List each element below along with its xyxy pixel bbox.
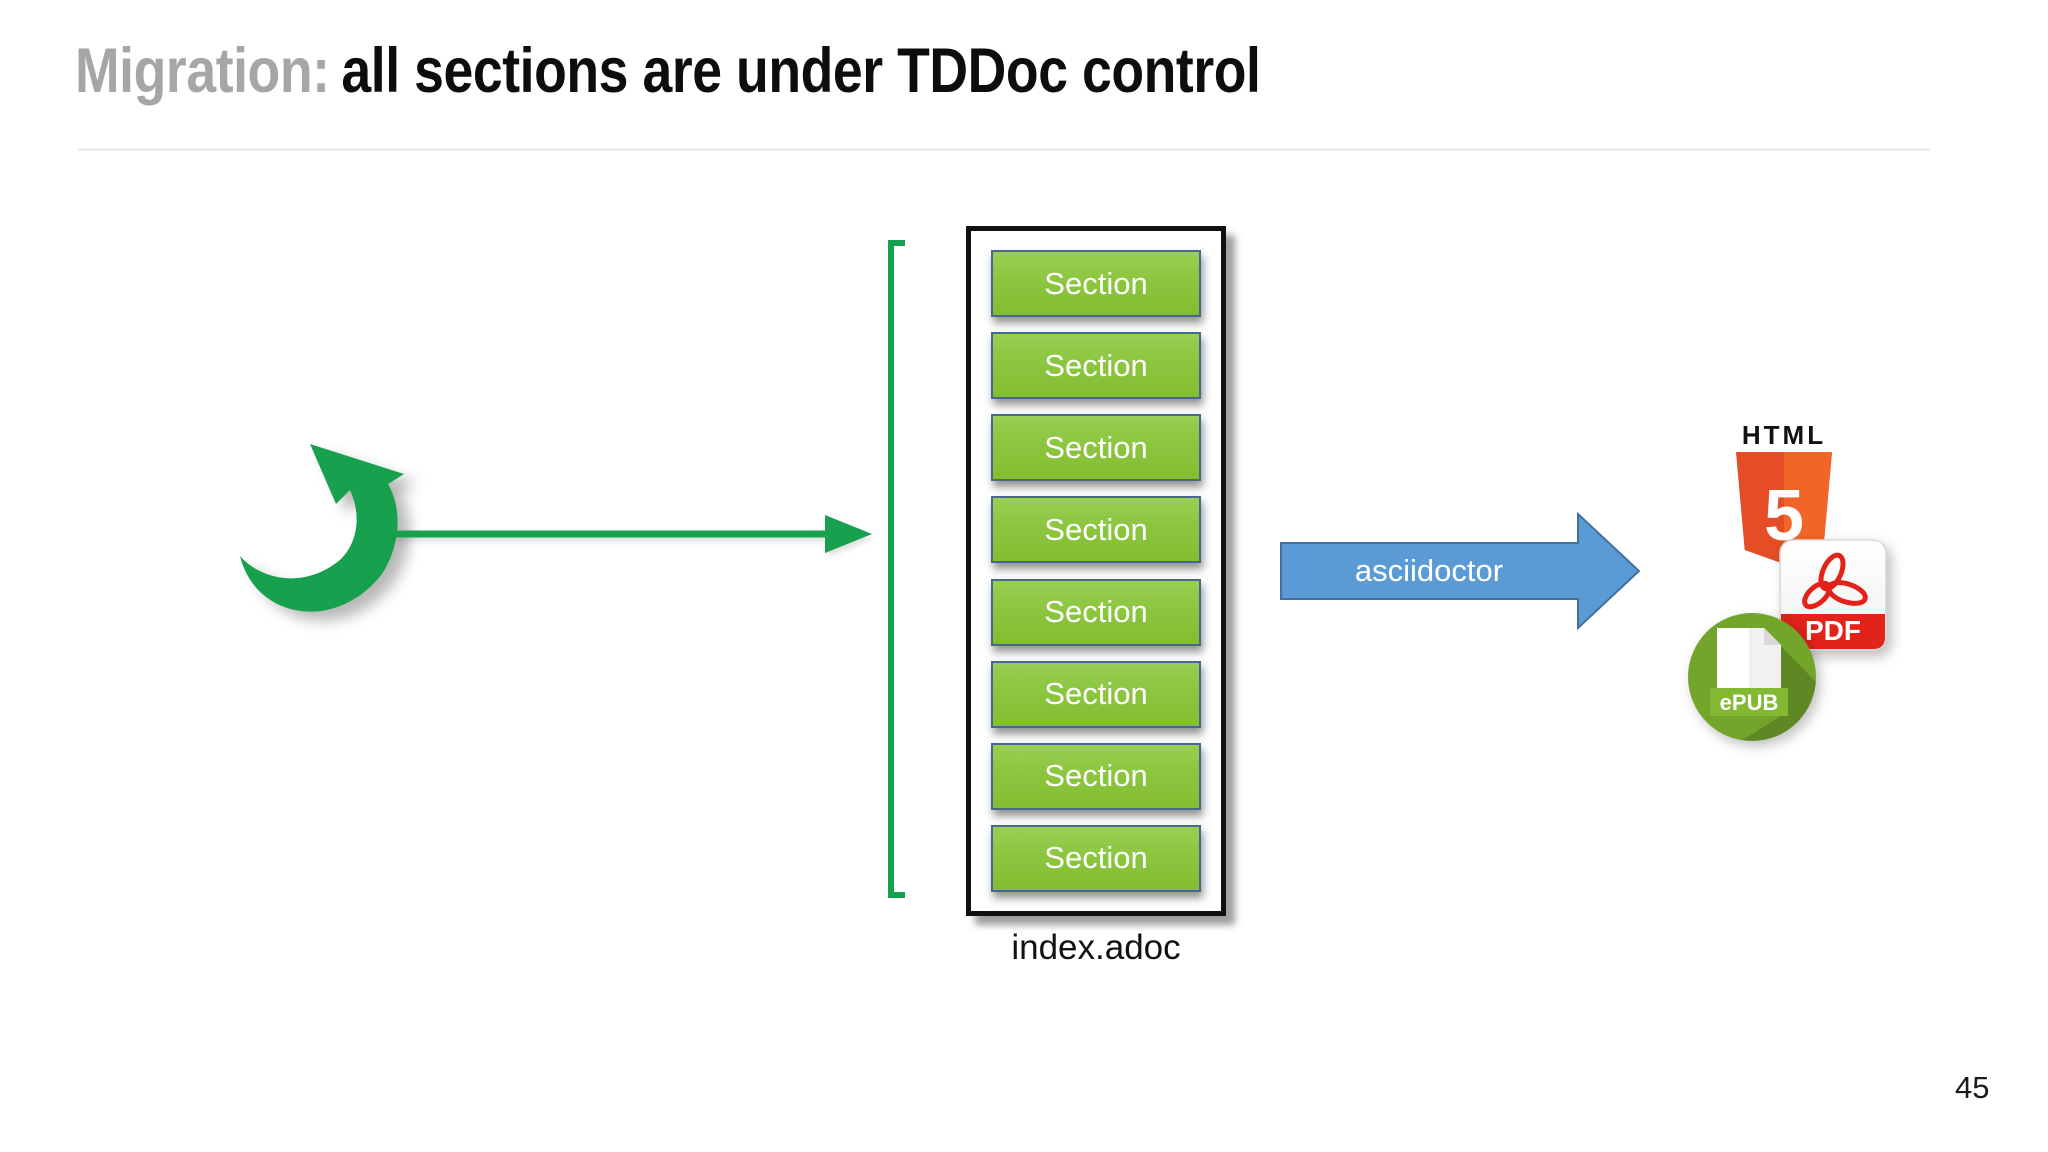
adobe-swirl-icon bbox=[1802, 552, 1868, 610]
svg-text:PDF: PDF bbox=[1805, 615, 1861, 646]
asciidoctor-arrow: asciidoctor bbox=[1280, 512, 1642, 630]
section-box: Section bbox=[991, 578, 1201, 646]
flow-arrow-icon bbox=[395, 515, 872, 553]
title-prefix: Migration: bbox=[75, 36, 330, 106]
section-box: Section bbox=[991, 496, 1201, 564]
page-title: Migration:all sections are under TDDoc c… bbox=[75, 36, 1261, 106]
right-arrow-icon bbox=[1280, 512, 1641, 630]
index-adoc-caption: index.adoc bbox=[1011, 928, 1181, 967]
curved-arrow-icon bbox=[240, 444, 404, 612]
section-box: Section bbox=[991, 660, 1201, 728]
section-box: Section bbox=[991, 332, 1201, 400]
epub-icon: ePUB bbox=[1688, 613, 1816, 741]
grouping-bracket-icon bbox=[888, 240, 905, 898]
html5-logo-icon: HTML 5 bbox=[1736, 420, 1832, 564]
asciidoctor-label: asciidoctor bbox=[1354, 553, 1504, 588]
title-underline bbox=[78, 148, 1930, 151]
section-box: Section bbox=[991, 250, 1201, 318]
section-box: Section bbox=[991, 742, 1201, 810]
section-box: Section bbox=[991, 824, 1201, 892]
page-number: 45 bbox=[1955, 1070, 1990, 1105]
svg-text:HTML: HTML bbox=[1742, 420, 1826, 450]
pdf-icon: PDF bbox=[1779, 539, 1887, 651]
title-main: all sections are under TDDoc control bbox=[341, 36, 1261, 106]
section-box: Section bbox=[991, 414, 1201, 482]
svg-text:ePUB: ePUB bbox=[1720, 690, 1779, 715]
